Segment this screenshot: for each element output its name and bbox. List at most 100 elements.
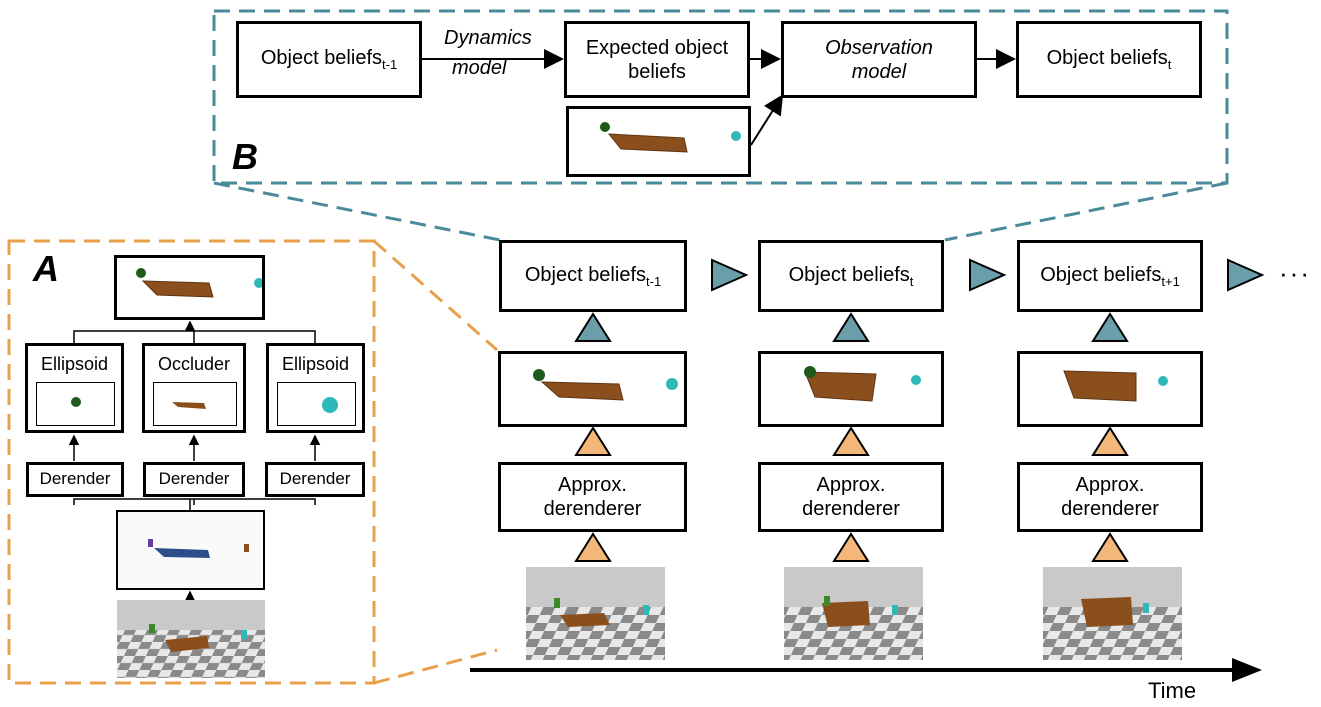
- derender-box-1: Derender: [26, 462, 124, 497]
- green-ball: [136, 268, 146, 278]
- timeline-beliefs-2: Object beliefst: [758, 240, 944, 312]
- render-scene: [600, 122, 741, 153]
- derender-triangle-1a: [574, 426, 612, 456]
- label-main: Object beliefs: [788, 263, 910, 286]
- panel-b-expected-beliefs: Expected object beliefs: [564, 21, 750, 98]
- transition-triangle-1: [711, 258, 749, 292]
- zoom-line-a-top: [373, 239, 498, 352]
- card-image: [277, 382, 356, 426]
- derender-triangle-3b: [1091, 532, 1129, 562]
- cyan-ball: [1158, 376, 1168, 386]
- label-main: Object beliefs: [260, 47, 382, 70]
- update-triangle-2: [832, 312, 870, 342]
- transition-triangle-2: [969, 258, 1007, 292]
- occluder-board: [607, 133, 688, 153]
- derenderer-label: Approx. derenderer: [544, 473, 642, 521]
- derender-triangle-1b: [574, 532, 612, 562]
- timeline-photo-3: [1043, 567, 1182, 660]
- line1: Approx.: [1075, 474, 1145, 496]
- line2: derenderer: [802, 498, 900, 520]
- observation-model-label: Observation model: [825, 36, 933, 83]
- segmentation-image: [116, 510, 265, 590]
- label-main: Object beliefs: [524, 263, 646, 286]
- panel-a-letter: A: [33, 248, 59, 289]
- occluder-board: [1063, 370, 1137, 402]
- render-scene: [1063, 370, 1168, 402]
- panel-b-frame: [212, 9, 1229, 185]
- line2: derenderer: [543, 498, 642, 520]
- render-scene: [533, 369, 678, 401]
- card-title: Ellipsoid: [40, 354, 109, 374]
- derender-box-3: Derender: [265, 462, 365, 497]
- panel-b-render-image: [566, 106, 751, 177]
- zoom-line-b-right: [944, 181, 1228, 242]
- line2: derenderer: [1061, 498, 1159, 520]
- expected-beliefs-label: Expected object beliefs: [585, 36, 729, 83]
- derenderer-label: Approx. derenderer: [802, 473, 900, 521]
- derender-label: Derender: [158, 469, 230, 489]
- timeline-derenderer-2: Approx. derenderer: [758, 462, 944, 532]
- photo-cyan-bunny: [643, 605, 649, 615]
- zoom-line-a-bottom: [373, 648, 498, 685]
- photo-board: [560, 613, 610, 627]
- timeline-render-2: [758, 351, 944, 427]
- photo-green-bunny: [824, 596, 830, 606]
- timeline-derenderer-3: Approx. derenderer: [1017, 462, 1203, 532]
- label-sub: t-1: [646, 273, 662, 289]
- blue-occluder: [154, 548, 210, 558]
- timeline-photo-2: [784, 567, 923, 660]
- segmentation-scene: [118, 512, 263, 588]
- timeline-render-1: [498, 351, 687, 427]
- derender-label: Derender: [279, 469, 351, 489]
- card-title: Occluder: [157, 354, 231, 374]
- photo-green-bunny: [149, 624, 155, 633]
- object-card-ellipsoid-1: Ellipsoid: [25, 343, 124, 433]
- occluder-board: [804, 371, 877, 402]
- dynamics-label-1: Dynamics: [444, 27, 532, 49]
- photo-board: [1081, 597, 1133, 627]
- arrow-image-to-observation: [750, 94, 784, 146]
- update-triangle-3: [1091, 312, 1129, 342]
- derender-label: Derender: [39, 469, 111, 489]
- panel-a-frame: [7, 239, 376, 685]
- card-image: [36, 382, 115, 426]
- label-main: Object beliefs: [1040, 263, 1162, 286]
- time-axis-label: Time: [1148, 678, 1197, 703]
- continuation-ellipsis: ···: [1279, 258, 1311, 288]
- input-photo-a: [117, 600, 265, 678]
- cyan-ball: [666, 378, 678, 390]
- card-title: Ellipsoid: [281, 354, 350, 374]
- line1: Approx.: [558, 474, 627, 496]
- cyan-ball: [731, 131, 741, 141]
- derenderer-label: Approx. derenderer: [1061, 473, 1159, 521]
- panel-b-letter: B: [232, 136, 258, 177]
- render-scene: [804, 366, 921, 402]
- render-scene: [136, 268, 262, 298]
- card-image: [153, 382, 237, 426]
- label-sub: t-1: [382, 57, 398, 73]
- brown-object: [244, 544, 249, 552]
- green-ball: [71, 397, 81, 407]
- occluder-board: [540, 381, 624, 401]
- photo-board: [822, 601, 870, 627]
- photo-cyan-bunny: [1143, 603, 1149, 613]
- update-triangle-1: [574, 312, 612, 342]
- label-main: Object beliefs: [1046, 47, 1168, 70]
- panel-a-top-render: [114, 255, 265, 320]
- panel-b-beliefs-prev: Object beliefst-1: [236, 21, 422, 98]
- green-ball: [600, 122, 610, 132]
- derender-triangle-3a: [1091, 426, 1129, 456]
- panel-b-beliefs-current: Object beliefst: [1016, 21, 1202, 98]
- timeline-beliefs-1: Object beliefst-1: [499, 240, 687, 312]
- photo-green-bunny: [554, 598, 560, 608]
- occluder-board: [141, 280, 214, 298]
- green-ball: [533, 369, 545, 381]
- line1: Approx.: [816, 474, 886, 496]
- occluder-board: [172, 402, 206, 409]
- time-axis-head: [1232, 658, 1262, 682]
- cyan-ball: [322, 397, 338, 413]
- label-sub: t+1: [1161, 273, 1180, 289]
- photo-cyan-bunny: [892, 605, 898, 615]
- transition-triangle-3: [1227, 258, 1265, 292]
